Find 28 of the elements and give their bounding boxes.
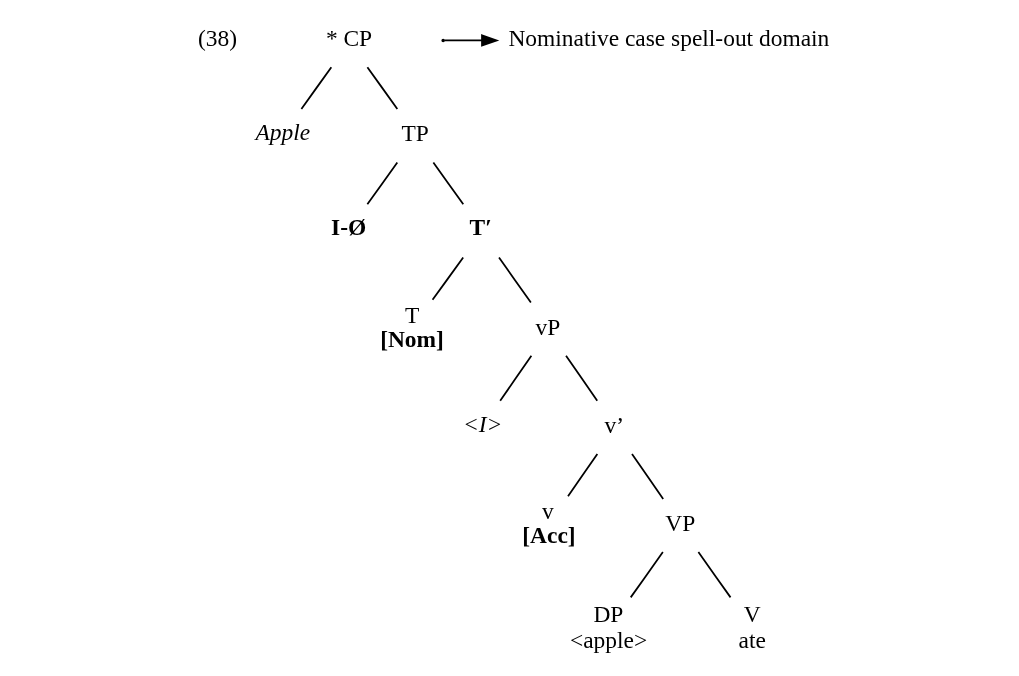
- node-text: vP: [535, 313, 561, 340]
- label: (38): [197, 25, 237, 52]
- node-text: v’: [604, 411, 624, 438]
- connector: [300, 66, 333, 110]
- node-text: * CP: [325, 25, 373, 52]
- connector: [431, 256, 465, 301]
- connector: [565, 354, 599, 402]
- node-text: V ate: [738, 601, 766, 654]
- node-text: Nominative case spell-out domain: [508, 25, 830, 52]
- node-text: <I>: [462, 410, 503, 437]
- connector: [366, 66, 399, 110]
- arrow: [443, 34, 500, 47]
- node-text: T′: [469, 214, 492, 241]
- connector: [697, 551, 732, 599]
- node-text: TP: [401, 120, 429, 147]
- connector: [567, 453, 599, 498]
- node-text: T [Nom]: [380, 302, 444, 352]
- connector: [499, 354, 533, 402]
- connector: [366, 161, 399, 206]
- node-text: VP: [665, 510, 696, 537]
- node-text: I-Ø: [331, 214, 367, 241]
- node-text: Apple: [255, 118, 311, 145]
- connector: [498, 256, 532, 304]
- connector: [432, 161, 465, 206]
- connector: [629, 551, 664, 599]
- connector: [631, 453, 665, 500]
- node-text: DP <apple>: [569, 601, 648, 654]
- node-text: v [Acc]: [522, 498, 576, 548]
